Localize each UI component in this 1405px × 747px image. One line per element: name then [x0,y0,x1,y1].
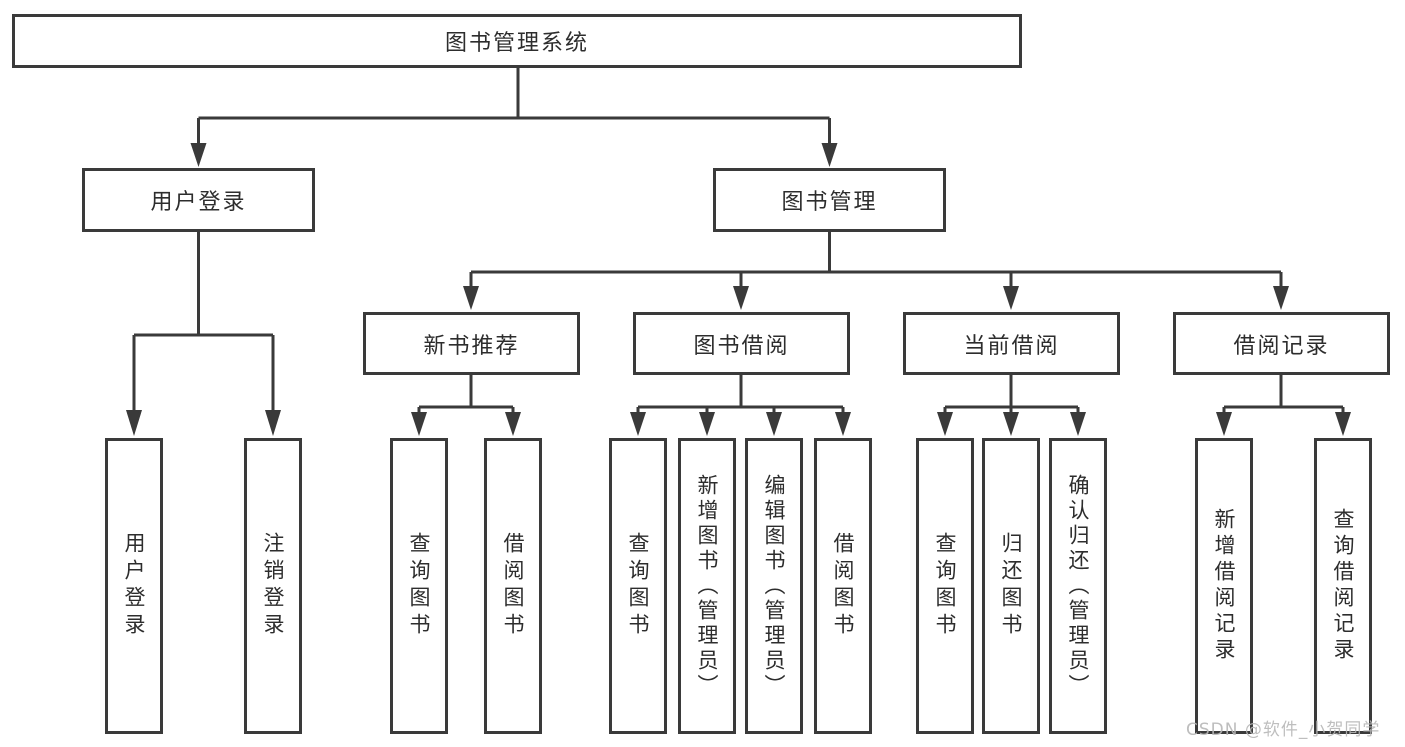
leaf-borrow-books-2: 借阅图书 [814,438,872,734]
node-current-borrowing-label: 当前借阅 [963,333,1060,359]
leaf-borrow-books-2-label: 借阅图书 [831,532,855,640]
leaf-add-borrow-record-label: 新增借阅记录 [1212,508,1236,664]
node-user-login-label: 用户登录 [150,190,247,215]
connector-borrow-to-leaves [636,375,845,414]
leaf-query-borrow-record: 查询借阅记录 [1314,438,1372,734]
node-book-borrowing: 图书借阅 [633,312,850,375]
node-library-system-label: 图书管理系统 [444,31,589,56]
node-new-book-recommend-label: 新书推荐 [423,333,520,359]
leaf-return-books: 归还图书 [982,438,1040,734]
leaf-query-books-1-label: 查询图书 [407,532,431,640]
leaf-query-books-1: 查询图书 [390,438,448,734]
leaf-logout-label: 注销登录 [261,532,285,640]
connector-current-to-leaves [943,375,1080,414]
arrowheads [126,143,1351,436]
leaf-confirm-return-admin: 确认归还（管理员） [1049,438,1107,734]
leaf-query-books-3-label: 查询图书 [933,532,957,640]
node-library-system: 图书管理系统 [12,14,1022,68]
leaf-query-books-2-label: 查询图书 [626,532,650,640]
leaf-edit-books-admin-label: 编辑图书（管理员） [762,473,786,699]
leaf-query-books-3: 查询图书 [916,438,974,734]
connector-root-to-level2 [197,68,831,146]
node-borrowing-records-label: 借阅记录 [1233,333,1330,359]
leaf-add-books-admin-label: 新增图书（管理员） [695,473,719,699]
connector-userlogin-to-leaves [132,232,275,412]
node-borrowing-records: 借阅记录 [1173,312,1390,375]
leaf-logout: 注销登录 [244,438,302,734]
csdn-watermark: CSDN @软件_小贺同学 [1186,720,1381,740]
leaf-add-borrow-record: 新增借阅记录 [1195,438,1253,734]
leaf-edit-books-admin: 编辑图书（管理员） [745,438,803,734]
connector-bookmgmt-to-level3 [469,232,1283,288]
leaf-user-login: 用户登录 [105,438,163,734]
leaf-user-login-label: 用户登录 [122,532,146,640]
node-book-management-label: 图书管理 [781,190,878,215]
leaf-query-books-2: 查询图书 [609,438,667,734]
connector-newbook-to-leaves [417,375,515,414]
leaf-add-books-admin: 新增图书（管理员） [678,438,736,734]
leaf-query-borrow-record-label: 查询借阅记录 [1331,508,1355,664]
node-user-login: 用户登录 [82,168,315,232]
node-new-book-recommend: 新书推荐 [363,312,580,375]
node-book-borrowing-label: 图书借阅 [693,333,790,359]
connector-records-to-leaves [1222,375,1345,414]
leaf-borrow-books-1: 借阅图书 [484,438,542,734]
node-current-borrowing: 当前借阅 [903,312,1120,375]
leaf-borrow-books-1-label: 借阅图书 [501,532,525,640]
leaf-return-books-label: 归还图书 [999,532,1023,640]
node-book-management: 图书管理 [713,168,946,232]
leaf-confirm-return-admin-label: 确认归还（管理员） [1066,473,1090,699]
